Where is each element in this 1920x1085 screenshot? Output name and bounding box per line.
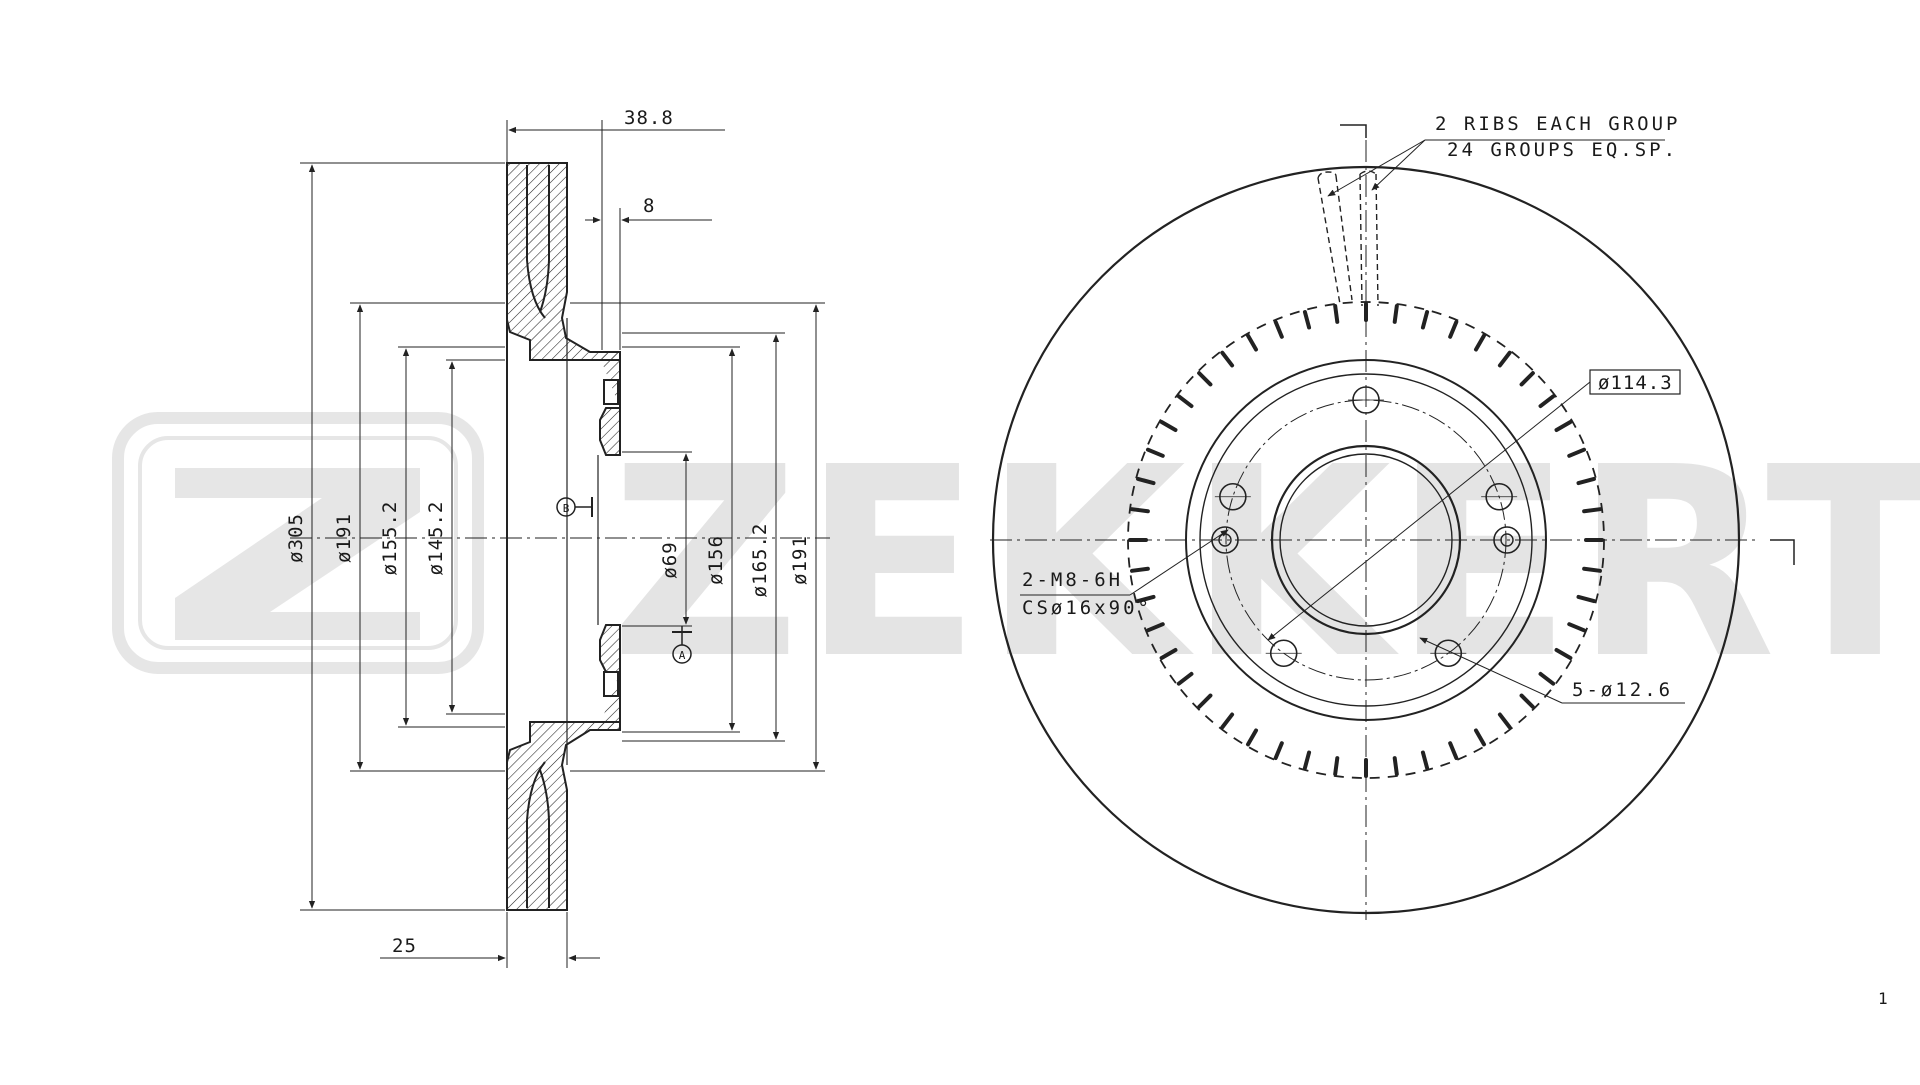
side-view (290, 120, 830, 968)
logo-outer-frame (112, 412, 484, 674)
vent-slot (1273, 741, 1284, 761)
ribs-note-line1: 2 RIBS EACH GROUP (1435, 113, 1680, 135)
vane-channel-upper-left (526, 165, 546, 319)
vent-slot (1273, 319, 1284, 339)
bolt-hole-section-lower (603, 671, 619, 697)
vane-channel-lower-left (526, 761, 546, 908)
dim-label-offset: 38.8 (624, 107, 674, 129)
vent-slot (1145, 622, 1165, 633)
dim-label-center-bore: ø69 (659, 541, 681, 578)
rotor-section-lower (506, 721, 621, 911)
vent-slot (1538, 671, 1556, 686)
rib-group-right (1359, 170, 1379, 307)
hub-flange-upper (598, 351, 621, 456)
vent-slot (1448, 319, 1459, 339)
vent-slot (1538, 394, 1556, 409)
brand-watermark: ZEKKERT (112, 411, 1920, 716)
vent-slot (1474, 728, 1486, 747)
vent-slot (1176, 394, 1194, 409)
dim-label-hub-diameter: ø156 (705, 535, 727, 585)
bolt-hole-label: 5-ø12.6 (1572, 679, 1673, 701)
vent-slot (1302, 750, 1312, 770)
vent-slot (1130, 566, 1150, 573)
pcd-leader (1267, 381, 1591, 641)
vent-slot (1576, 594, 1596, 604)
side-view-labels: 38.8 8 25 ø305 ø191 ø155.2 ø145.2 ø69 ø1… (285, 107, 811, 957)
vent-slot (1159, 420, 1178, 432)
ribs-note-line2: 24 GROUPS EQ.SP. (1447, 139, 1678, 161)
vent-slot (1420, 750, 1430, 770)
vent-slot (1197, 371, 1213, 387)
vent-slot (1519, 693, 1535, 709)
vent-slot (1197, 693, 1213, 709)
rib-group-left (1317, 171, 1353, 305)
vane-channel-upper-right (539, 165, 550, 313)
ribs-leader-left (1327, 139, 1426, 197)
vent-slot (1136, 476, 1156, 486)
dim-label-ring-diameter-right: ø191 (789, 535, 811, 585)
brand-wordmark: ZEKKERT (610, 411, 1920, 716)
datum-b-letter: B (563, 502, 570, 515)
vent-slot (1582, 507, 1602, 514)
vent-slots (1128, 302, 1604, 778)
vent-slot (1136, 594, 1156, 604)
vent-slot (1567, 447, 1587, 458)
dim-label-thickness: 25 (392, 935, 417, 957)
vent-slot (1302, 310, 1312, 330)
dim-label-hat-diameter: ø165.2 (749, 523, 771, 598)
vent-slot (1519, 371, 1535, 387)
datum-a-letter: A (679, 649, 686, 662)
vent-slot (1392, 756, 1399, 776)
thread-note-line1: 2-M8-6H (1022, 569, 1123, 591)
vane-channel-lower-right (539, 769, 550, 908)
vent-slot (1554, 420, 1573, 432)
vent-slot (1145, 447, 1165, 458)
dim-label-hat-thickness: 8 (643, 195, 655, 217)
vent-slot (1333, 304, 1340, 324)
thread-leader (1129, 529, 1229, 596)
front-view (990, 124, 1795, 920)
vent-slot (1567, 622, 1587, 633)
pcd-label: ø114.3 (1598, 372, 1673, 394)
section-mark-right (1770, 539, 1795, 565)
vent-slot (1246, 728, 1258, 747)
vent-slot (1497, 350, 1512, 368)
thread-note-line2: CSø16x90° (1022, 597, 1152, 619)
dim-label-ring-diameter-left: ø191 (333, 513, 355, 563)
hub-flange-lower (598, 624, 621, 731)
dim-label-hat-inner-diameter: ø145.2 (425, 501, 447, 576)
dim-label-outer-diameter: ø305 (285, 513, 307, 563)
ribs-leader-right (1371, 139, 1426, 191)
bolt-hole-section-upper (603, 379, 619, 405)
rotor-section-upper (506, 162, 621, 361)
vent-slot (1220, 712, 1235, 730)
logo-inner-frame (138, 436, 458, 650)
bolt-hole-leader (1419, 637, 1563, 704)
vent-slot (1246, 333, 1258, 352)
vent-slot (1420, 310, 1430, 330)
vent-slot (1582, 566, 1602, 573)
vent-slot (1176, 671, 1194, 686)
section-mark-top (1340, 124, 1367, 138)
vent-slot (1497, 712, 1512, 730)
section-mark-label: 1 (1878, 989, 1888, 1008)
vent-slot (1474, 333, 1486, 352)
vent-slot (1392, 304, 1399, 324)
vent-slot (1576, 476, 1596, 486)
vent-slot (1333, 756, 1340, 776)
vent-slot (1448, 741, 1459, 761)
front-view-labels: 2 RIBS EACH GROUP 24 GROUPS EQ.SP. ø114.… (1022, 113, 1888, 1008)
vent-slot (1554, 648, 1573, 660)
dim-label-hat-outer-diameter: ø155.2 (379, 501, 401, 576)
vent-slot (1130, 507, 1150, 514)
vent-slot (1220, 350, 1235, 368)
vent-slot (1159, 648, 1178, 660)
